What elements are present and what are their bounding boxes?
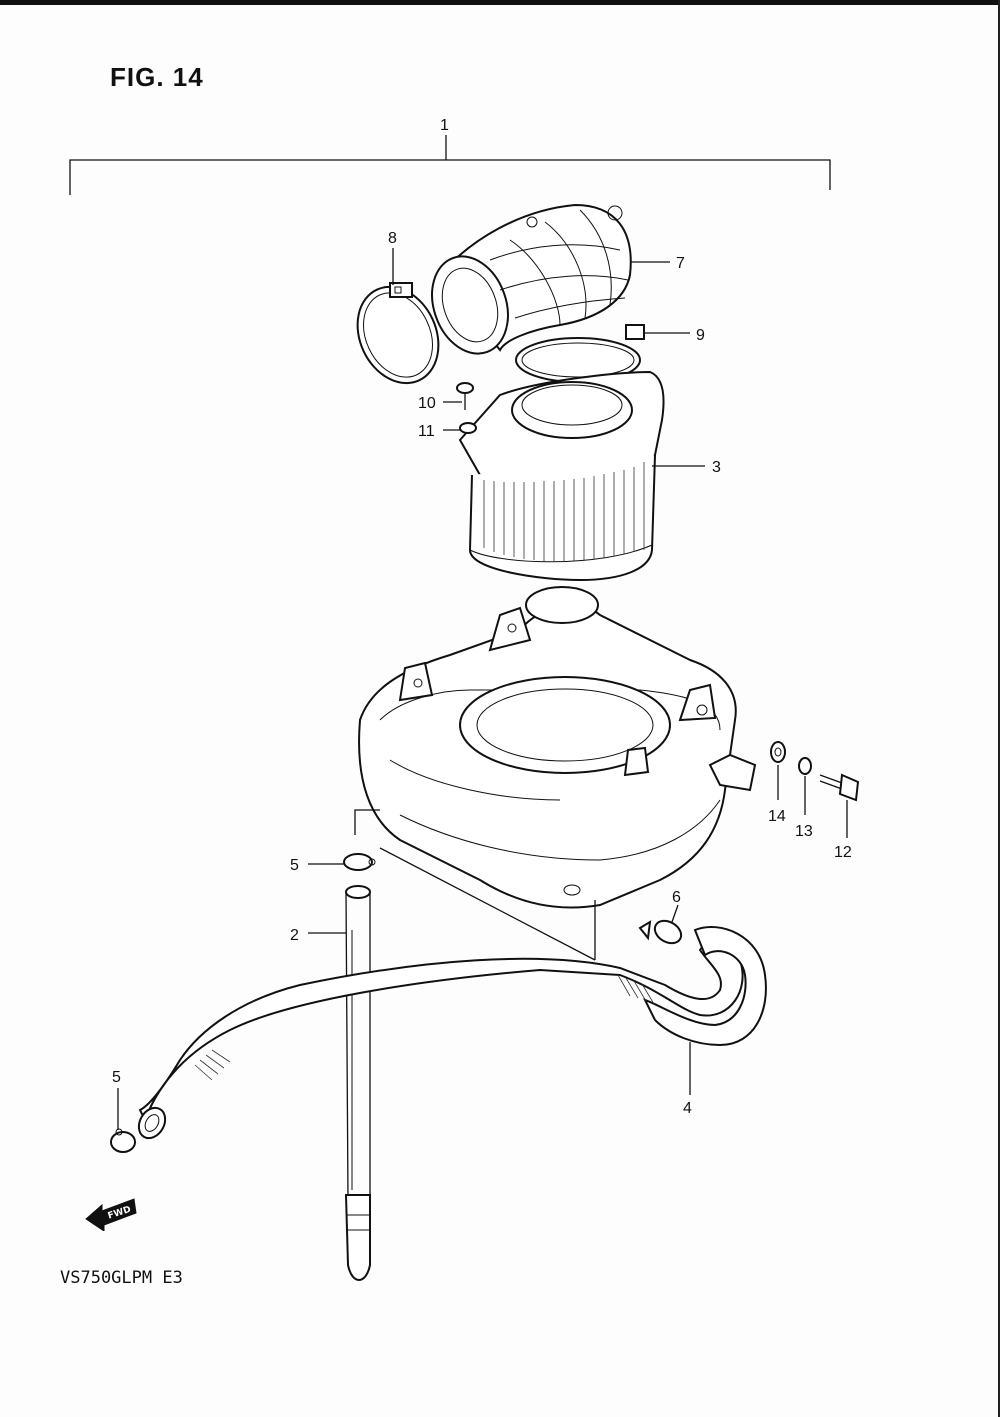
callout-14: 14 [768, 808, 786, 825]
air-filter-element-part [458, 370, 665, 582]
callout-5a: 5 [290, 857, 299, 874]
assembly-bracket [69, 135, 831, 195]
routing-guide-lines [354, 809, 596, 961]
top-border [0, 0, 1000, 5]
air-box-case-part [358, 586, 757, 909]
callout-4: 4 [683, 1100, 692, 1117]
callout-13: 13 [795, 823, 813, 840]
callout-6: 6 [672, 889, 681, 906]
clamp-6-part [638, 919, 683, 945]
washer-11-part [459, 422, 477, 434]
leader-lines [117, 248, 848, 1130]
clip-5b-part [110, 1128, 136, 1153]
callout-2: 2 [290, 927, 299, 944]
callout-7: 7 [676, 255, 685, 272]
lock-washer-13-part [798, 757, 812, 775]
fwd-arrow-icon: FWD [85, 1198, 137, 1231]
screw-10-part [456, 382, 474, 410]
callout-8: 8 [388, 230, 397, 247]
clip-5a-part [343, 853, 376, 871]
bolt-12-part [819, 773, 860, 802]
clamp-8-part [356, 282, 440, 385]
callout-3: 3 [712, 459, 721, 476]
intake-boot-part [431, 203, 632, 355]
breather-hose-part [137, 926, 767, 1140]
callout-12: 12 [834, 844, 852, 861]
callout-9: 9 [696, 327, 705, 344]
figure-title: FIG. 14 [110, 62, 204, 92]
drain-tube-part [344, 885, 371, 1281]
model-code: VS750GLPM E3 [60, 1268, 183, 1288]
clamp-9-part [515, 324, 645, 383]
callout-1: 1 [440, 117, 449, 134]
callout-10: 10 [418, 395, 436, 412]
callout-5b: 5 [112, 1069, 121, 1086]
washer-14-part [770, 741, 786, 763]
callout-11: 11 [418, 423, 435, 440]
right-border [998, 0, 1000, 1417]
